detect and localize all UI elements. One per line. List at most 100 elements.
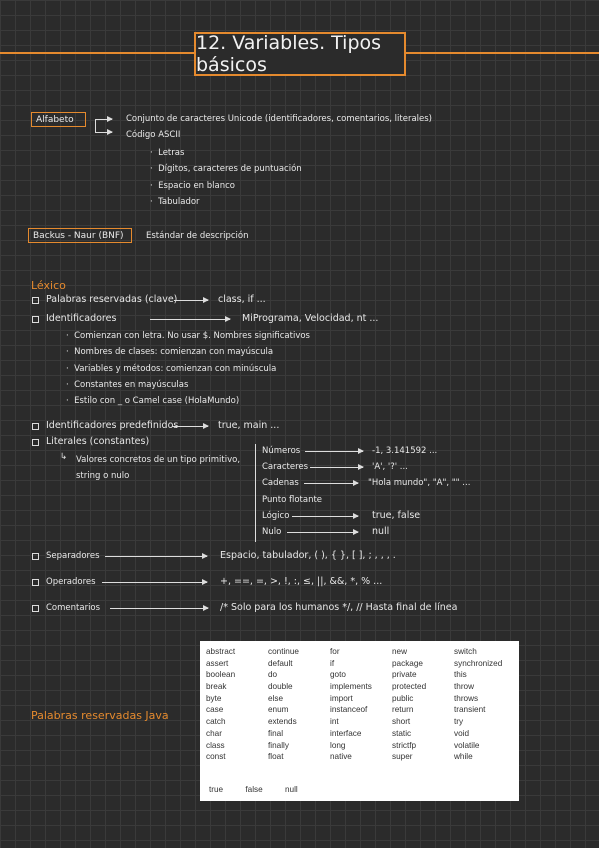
- bullet-square: [32, 579, 39, 586]
- operadores-arrow: [102, 579, 208, 585]
- palabras-arrow: [174, 297, 209, 303]
- keyword: extends: [268, 717, 297, 727]
- alfabeto-arrow-1: [95, 116, 113, 122]
- keyword: package: [392, 658, 423, 668]
- literal-type: Caracteres: [262, 462, 309, 472]
- keyword: void: [454, 728, 470, 738]
- keyword: final: [268, 728, 284, 738]
- bullet-square: [32, 439, 39, 446]
- keyword: short: [392, 717, 411, 727]
- title-rule-right: [406, 52, 599, 54]
- keyword: switch: [454, 647, 477, 656]
- predefinidos-label: Identificadores predefinidos: [46, 420, 179, 431]
- keyword: assert: [206, 658, 229, 668]
- bullet-square: [32, 297, 39, 304]
- keyword: interface: [330, 728, 362, 738]
- literales-brace: [255, 444, 256, 542]
- keyword-literals-row: true false null: [209, 785, 318, 794]
- predefinidos-value: true, main ...: [218, 420, 280, 431]
- keyword: for: [330, 647, 340, 656]
- keyword: goto: [330, 670, 346, 680]
- comentarios-label: Comentarios: [46, 603, 101, 613]
- literal-value: "Hola mundo", "A", "" ...: [368, 478, 471, 488]
- keyword-column: new package private protected public ret…: [392, 646, 426, 763]
- title-rule-left: [0, 52, 194, 54]
- identificadores-value: MiPrograma, Velocidad, nt ...: [242, 313, 379, 324]
- keyword: throw: [454, 682, 475, 692]
- keyword: abstract: [206, 647, 236, 656]
- keyword: finally: [268, 740, 289, 750]
- keyword: case: [206, 705, 224, 715]
- keyword-column: abstract assert boolean break byte case …: [206, 646, 235, 763]
- bullet-square: [32, 553, 39, 560]
- ascii-item-tabulador: · Tabulador: [150, 197, 200, 207]
- comentarios-arrow: [110, 605, 209, 611]
- keyword: catch: [206, 717, 226, 727]
- keyword: volatile: [454, 740, 480, 750]
- keyword: while: [454, 752, 473, 762]
- keyword: private: [392, 670, 417, 680]
- separadores-value: Espacio, tabulador, ( ), { }, [ ], ; , ,…: [220, 550, 396, 561]
- keyword: return: [392, 705, 414, 715]
- literal-arrow: [292, 513, 359, 519]
- keyword: boolean: [206, 670, 236, 680]
- keyword: float: [268, 752, 284, 762]
- alfabeto-label: Alfabeto: [31, 112, 86, 127]
- keyword: const: [206, 752, 226, 762]
- identificador-rule: · Estilo con _ o Camel case (HolaMundo): [66, 396, 240, 406]
- keyword-column: switch synchronized this throw throws tr…: [454, 646, 502, 763]
- literal-value: true, false: [372, 510, 421, 521]
- ascii-item-digitos: · Dígitos, caracteres de puntuación: [150, 164, 302, 174]
- literales-note-arrow: ↳: [60, 452, 68, 462]
- keyword: instanceof: [330, 705, 368, 715]
- keyword: try: [454, 717, 464, 727]
- bullet-square: [32, 316, 39, 323]
- literal-type: Cadenas: [262, 478, 299, 488]
- identificador-rule: · Variables y métodos: comienzan con min…: [66, 364, 277, 374]
- bullet-square: [32, 605, 39, 612]
- separadores-label: Separadores: [46, 551, 100, 561]
- page-title: 12. Variables. Tipos básicos: [194, 32, 406, 76]
- keyword: long: [330, 740, 346, 750]
- palabras-reservadas-value: class, if ...: [218, 294, 266, 305]
- keyword: char: [206, 728, 222, 738]
- keyword: break: [206, 682, 227, 692]
- keyword: transient: [454, 705, 486, 715]
- keyword: class: [206, 740, 225, 750]
- keyword: enum: [268, 705, 289, 715]
- keyword: public: [392, 693, 414, 703]
- keyword: new: [392, 647, 408, 656]
- operadores-label: Operadores: [46, 577, 96, 587]
- comentarios-value: /* Solo para los humanos */, // Hasta fi…: [220, 602, 458, 613]
- identificadores-arrow: [150, 316, 231, 322]
- keyword-column: continue default do double else enum ext…: [268, 646, 299, 763]
- identificador-rule: · Constantes en mayúsculas: [66, 380, 189, 390]
- literal-type: Punto flotante: [262, 495, 323, 505]
- literales-note-2: string o nulo: [76, 471, 130, 481]
- alfabeto-item-ascii: Código ASCII: [126, 130, 181, 140]
- identificadores-label: Identificadores: [46, 313, 117, 324]
- literal-value: null: [372, 526, 390, 537]
- literal-arrow: [310, 464, 364, 470]
- alfabeto-arrow-2: [95, 129, 113, 135]
- bnf-label: Backus - Naur (BNF): [28, 228, 132, 243]
- ascii-item-letras: · Letras: [150, 148, 185, 158]
- identificador-rule: · Nombres de clases: comienzan con mayús…: [66, 347, 274, 357]
- keyword-column: for if goto implements import instanceof…: [330, 646, 372, 763]
- keyword: do: [268, 670, 278, 680]
- literal-arrow: [305, 448, 364, 454]
- keyword: int: [330, 717, 339, 727]
- keyword-literal: false: [245, 785, 263, 794]
- operadores-value: +, ==, =, >, !, :, ≤, ||, &&, *, % ...: [220, 576, 383, 587]
- predefinidos-arrow: [172, 423, 209, 429]
- keyword: protected: [392, 682, 427, 692]
- separadores-arrow: [105, 553, 208, 559]
- palabras-reservadas-label: Palabras reservadas (clave): [46, 294, 178, 305]
- literal-arrow: [287, 529, 359, 535]
- bnf-description: Estándar de descripción: [146, 231, 249, 241]
- java-keywords-heading: Palabras reservadas Java: [31, 709, 169, 722]
- keyword: native: [330, 752, 352, 762]
- keyword: double: [268, 682, 293, 692]
- keyword: strictfp: [392, 740, 417, 750]
- keyword: synchronized: [454, 658, 503, 668]
